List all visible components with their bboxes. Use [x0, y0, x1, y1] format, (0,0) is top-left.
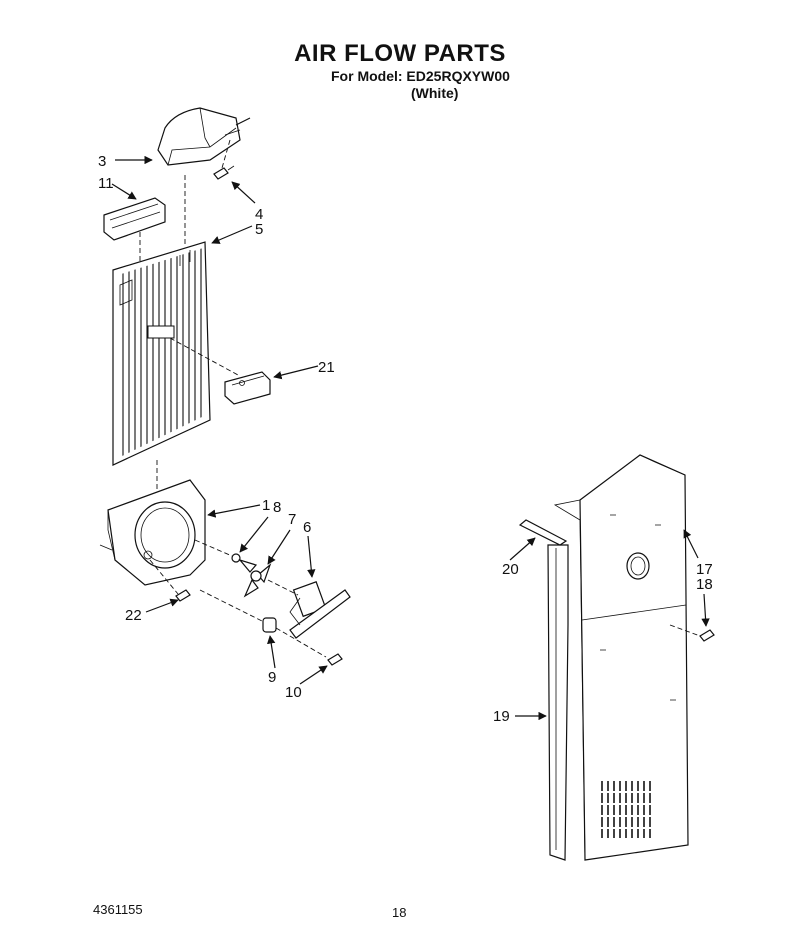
callout-22: 22: [125, 607, 142, 624]
callout-21: 21: [318, 359, 335, 376]
page-title: AIR FLOW PARTS: [294, 40, 506, 67]
callout-19: 19: [493, 708, 510, 725]
part-5-evaporator-cover: [112, 175, 239, 490]
leader-lines: [111, 155, 710, 721]
part-20-seal: [518, 519, 568, 546]
callout-8: 7: [288, 511, 296, 528]
part-19-strip: [547, 544, 569, 861]
color-line: (White): [411, 85, 459, 101]
part-6-grille: [103, 197, 166, 241]
document-number: 4361155: [93, 902, 143, 917]
part-8-fan-blade: [238, 558, 272, 598]
callout-labels: 3 11 4 5 21 1 8 7 6 22 9 10 17 18 19 20: [98, 153, 713, 725]
callout-9: 8: [273, 499, 281, 516]
callout-10: 9: [268, 669, 276, 686]
page-number: 18: [392, 905, 407, 920]
part-11-screw: [275, 627, 343, 666]
part-17-cover-panel: [553, 454, 689, 861]
model-line: For Model: ED25RQXYW00: [331, 68, 510, 84]
part-3-duct-cover: [157, 107, 251, 166]
part-21-clip: [224, 371, 271, 405]
callout-18: 18: [696, 576, 713, 593]
callout-6: 11: [98, 175, 114, 192]
callout-11: 10: [285, 684, 302, 701]
part-7-fan-motor: [267, 579, 351, 639]
callout-1: 1: [262, 497, 270, 514]
part-18-screw: [669, 624, 715, 642]
part-4-screw: [213, 139, 235, 180]
callout-5: 5: [255, 221, 263, 238]
callout-17: 17: [696, 561, 713, 578]
callout-7: 6: [303, 519, 311, 536]
callout-4: 4: [255, 206, 263, 223]
part-9-nut: [194, 539, 241, 563]
part-10-grommet: [199, 589, 277, 633]
part-1-fan-housing: [99, 479, 206, 586]
callout-3: 3: [98, 153, 106, 170]
callout-20: 20: [502, 561, 519, 578]
